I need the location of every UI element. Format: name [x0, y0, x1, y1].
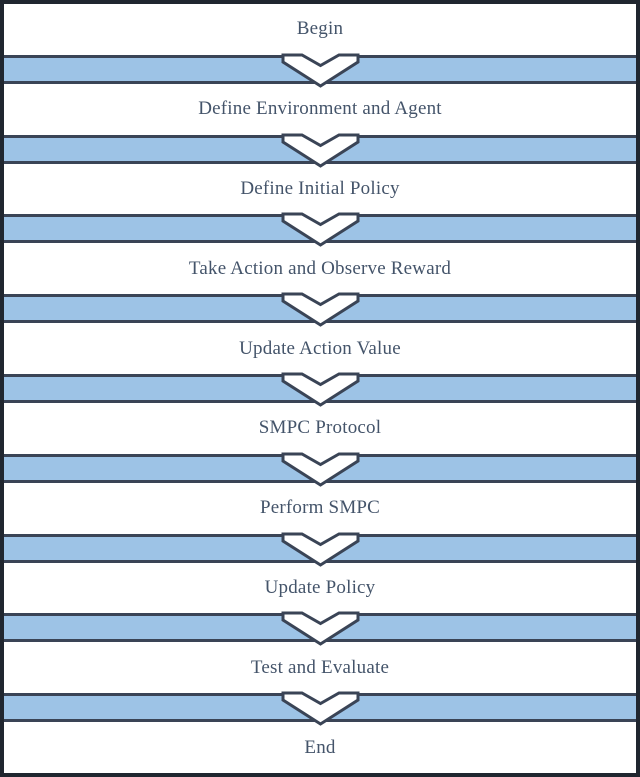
connector-band — [4, 52, 636, 88]
step-box-take-action-and-observe-reward: Take Action and Observe Reward — [4, 243, 636, 295]
step-label: Begin — [296, 18, 344, 40]
step-label: Define Environment and Agent — [198, 98, 442, 120]
connector-band — [4, 451, 636, 487]
down-arrow-icon — [281, 691, 359, 726]
step-box-test-and-evaluate: Test and Evaluate — [4, 642, 636, 694]
down-arrow-icon — [281, 531, 359, 567]
step-box-begin: Begin — [4, 4, 636, 55]
step-label: SMPC Protocol — [258, 417, 382, 439]
step-box-perform-smpc: Perform SMPC — [4, 482, 636, 534]
step-label: Perform SMPC — [259, 497, 381, 519]
step-box-end: End — [4, 722, 636, 773]
step-box-update-policy: Update Policy — [4, 562, 636, 614]
step-box-define-initial-policy: Define Initial Policy — [4, 163, 636, 215]
step-label: Define Initial Policy — [240, 177, 400, 199]
connector-band — [4, 611, 636, 647]
down-arrow-icon — [281, 52, 359, 88]
connector-band — [4, 212, 636, 248]
step-box-update-action-value: Update Action Value — [4, 323, 636, 374]
step-label: Update Action Value — [239, 337, 401, 359]
connector-band — [4, 132, 636, 168]
connector-band — [4, 292, 636, 327]
step-label: End — [304, 736, 336, 758]
down-arrow-icon — [281, 611, 359, 647]
connector-band — [4, 531, 636, 567]
step-label: Take Action and Observe Reward — [188, 257, 452, 279]
step-box-smpc-protocol: SMPC Protocol — [4, 402, 636, 454]
down-arrow-icon — [281, 451, 359, 487]
down-arrow-icon — [281, 132, 359, 168]
step-label: Test and Evaluate — [250, 656, 390, 678]
down-arrow-icon — [281, 292, 359, 327]
step-box-define-environment-and-agent: Define Environment and Agent — [4, 83, 636, 135]
down-arrow-icon — [281, 212, 359, 248]
connector-band — [4, 691, 636, 726]
step-label: Update Policy — [264, 576, 376, 598]
connector-band — [4, 371, 636, 407]
down-arrow-icon — [281, 371, 359, 407]
